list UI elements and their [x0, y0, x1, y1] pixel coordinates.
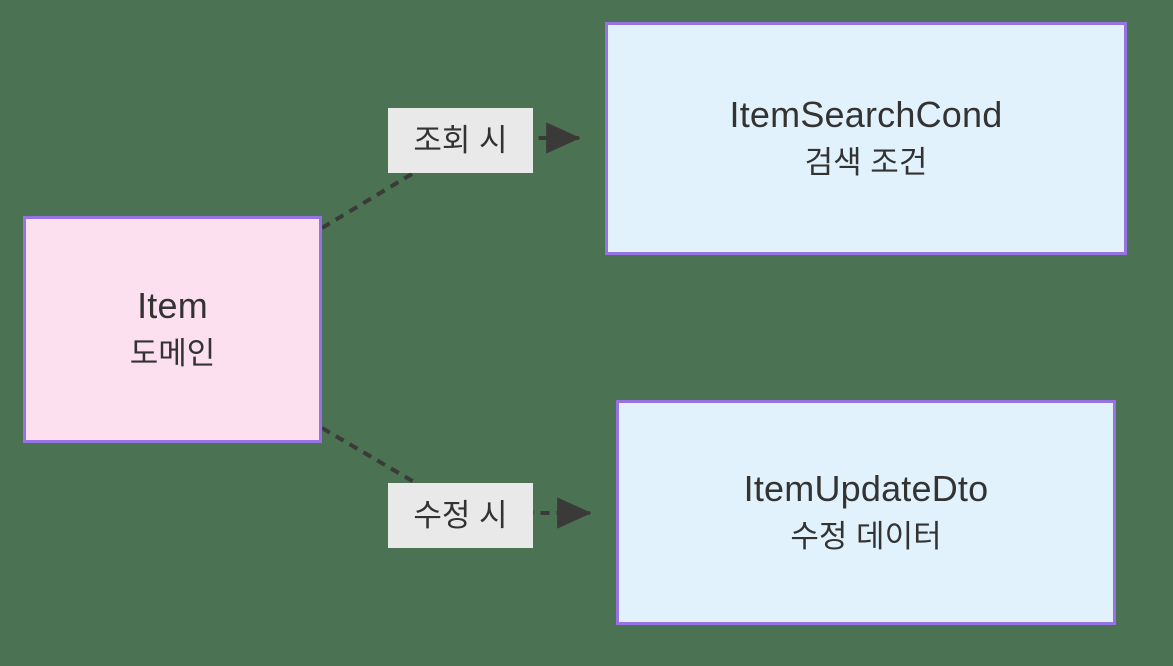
node-item-update-dto[interactable]: ItemUpdateDto 수정 데이터: [616, 400, 1116, 625]
edge-label-update: 수정 시: [388, 483, 533, 548]
node-item-update-dto-subtitle: 수정 데이터: [790, 519, 942, 555]
node-item-search-cond-subtitle: 검색 조건: [804, 145, 928, 181]
node-item-search-cond-title: ItemSearchCond: [729, 94, 1003, 136]
edge-label-search: 조회 시: [388, 108, 533, 173]
node-item-title: Item: [137, 285, 208, 327]
node-item[interactable]: Item 도메인: [23, 216, 322, 443]
node-item-subtitle: 도메인: [129, 336, 216, 372]
node-item-update-dto-title: ItemUpdateDto: [743, 468, 989, 510]
node-item-search-cond[interactable]: ItemSearchCond 검색 조건: [605, 22, 1127, 255]
